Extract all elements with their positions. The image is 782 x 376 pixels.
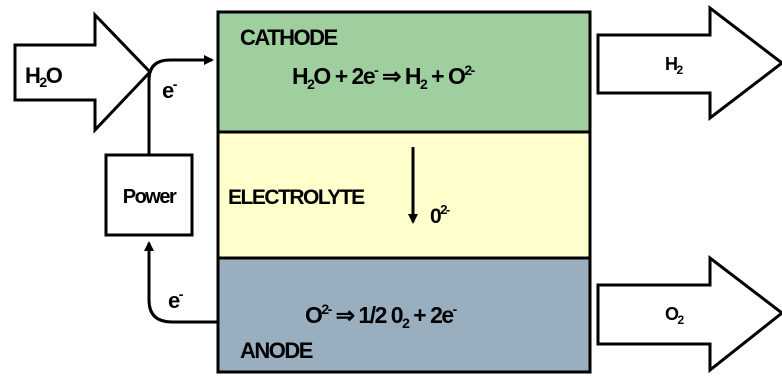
- h2o-input-label: H2O: [25, 63, 63, 90]
- power-box: [104, 153, 194, 237]
- oxide-ion-label: 02-: [430, 202, 450, 228]
- h2-output-label: H2: [665, 54, 684, 77]
- electron-bottom-label: e-: [168, 286, 184, 313]
- electron-wire-bottom: [144, 241, 218, 324]
- anode-reaction: O2- ⇒ 1/2 02 + 2e-: [305, 301, 458, 331]
- anode-layer: [216, 256, 592, 374]
- electrolyte-title: ELECTROLYTE: [228, 186, 365, 209]
- o2-output-arrow: [596, 254, 782, 374]
- cathode-title: CATHODE: [240, 25, 337, 50]
- cathode-reaction: H2O + 2e- ⇒ H2 + O2-: [292, 62, 476, 92]
- power-label: Power: [123, 186, 177, 208]
- o2-output-label: O2: [665, 304, 685, 327]
- electron-top-label: e-: [162, 76, 178, 103]
- h2o-input-arrow: [13, 11, 153, 134]
- electrolyte-layer: [216, 130, 592, 260]
- cathode-layer: [216, 10, 592, 134]
- anode-title: ANODE: [240, 338, 313, 363]
- electron-wire-top: [147, 55, 214, 155]
- h2-output-arrow: [596, 4, 782, 122]
